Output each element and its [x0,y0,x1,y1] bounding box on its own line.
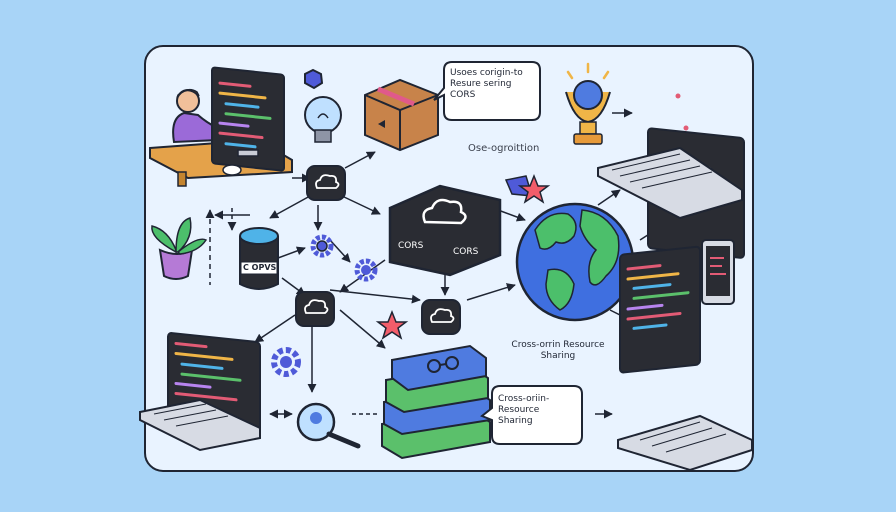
desk-leg [177,171,187,187]
database-cylinder-icon [239,227,279,290]
lightbulb-icon [304,96,342,143]
magnifier-icon [296,402,361,449]
star-icon [504,173,551,204]
plant-icon [151,217,208,280]
gear-icon [354,258,378,282]
gear-icon [310,234,334,258]
ose-origition-label: Ose-ogroittion [468,143,540,154]
bubble-bottom-text: Cross-oriin- Resource Sharing [498,394,550,426]
phone-icon [701,239,735,305]
gear-icon [271,347,301,377]
hexagon-icon [304,68,324,90]
globe-icon [515,202,635,322]
trophy-lamp-icon [565,62,611,145]
bubble-top-text: Usoes corigin-to Resure sering CORS [450,68,523,100]
package-box-icon [364,78,439,152]
books-icon [381,344,491,460]
workstation [149,66,293,187]
laptop-icon-bottom-left [139,332,261,452]
laptop-icon-top-right [597,93,745,259]
desktop-monitor-icon [211,66,285,176]
small-star-icon [375,309,409,340]
person-icon [172,88,224,144]
cors-hub-icon [388,184,502,277]
laptop-icon-bottom-right [617,245,753,472]
cross-origin-label: Cross-orrin Resource Sharing [511,340,605,361]
cors-hub-label-left: CORS [398,241,424,251]
cloud-node-icon [421,299,461,335]
speech-bubble-top [433,61,541,121]
cloud-node-icon [295,291,335,327]
cloud-node-icon [306,165,346,201]
cors-hub-label-right: CORS [453,247,479,257]
speech-bubble-bottom [480,385,583,445]
cylinder-label: C OPVS [243,263,277,272]
